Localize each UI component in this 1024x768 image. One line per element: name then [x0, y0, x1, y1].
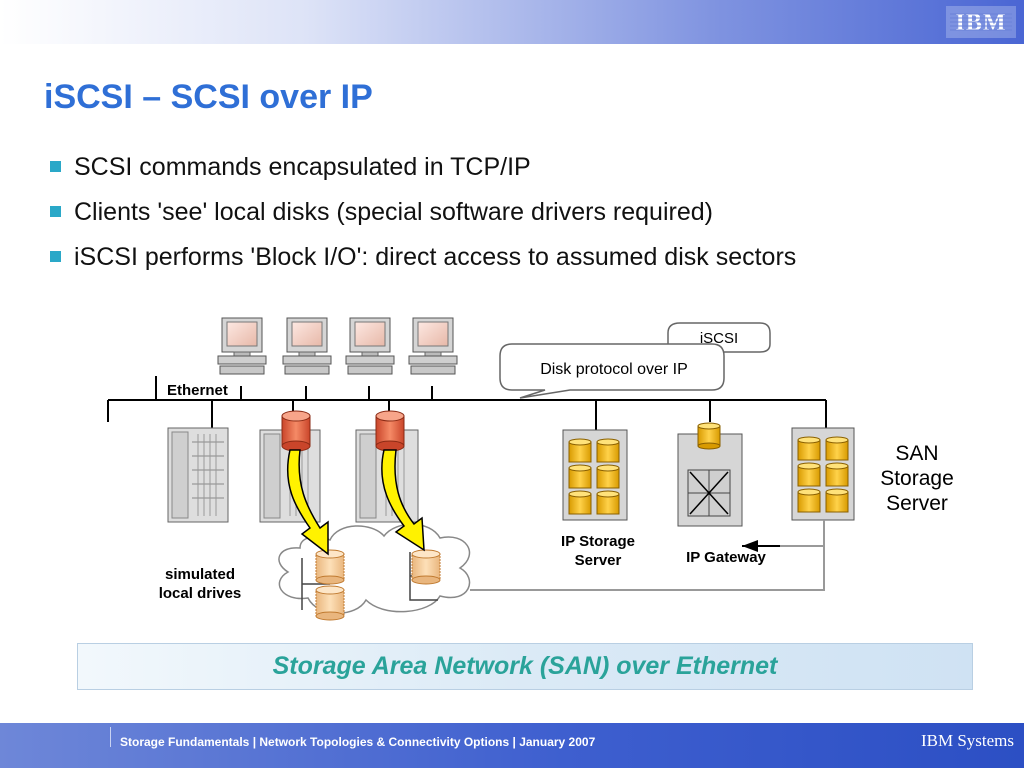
footer-text: Storage Fundamentals | Network Topologie…: [120, 735, 596, 749]
workstation-icon: [408, 317, 458, 375]
san-label-line2: Storage: [880, 467, 954, 490]
disk-protocol-label: Disk protocol over IP: [540, 361, 688, 378]
ip-storage-label-line1: IP Storage: [561, 533, 635, 550]
yellow-arrow-icon: [381, 449, 425, 552]
caption-banner: Storage Area Network (SAN) over Ethernet: [77, 643, 973, 690]
red-disk-icon: [281, 410, 311, 452]
footer-bar: Storage Fundamentals | Network Topologie…: [0, 723, 1024, 768]
simulated-disk-icon: [315, 549, 345, 585]
ip-gateway-icon: [677, 422, 743, 527]
arrowhead-icon: [742, 540, 758, 552]
san-label-line3: Server: [886, 492, 948, 515]
ip-gateway-label: IP Gateway: [686, 549, 766, 566]
disk-protocol-callout: Disk protocol over IP: [499, 343, 725, 399]
bullet-item: SCSI commands encapsulated in TCP/IP: [48, 150, 796, 195]
server-tower-icon: [167, 427, 229, 523]
simulated-label-line2: local drives: [159, 585, 242, 602]
iscsi-label: iSCSI: [700, 330, 738, 347]
san-label-line1: SAN: [895, 442, 938, 465]
footer-brand: IBM Systems: [920, 731, 1014, 750]
san-storage-server-icon: [791, 427, 855, 521]
ip-storage-server-icon: [562, 429, 628, 521]
caption-text: Storage Area Network (SAN) over Ethernet: [272, 652, 778, 680]
workstation-icon: [345, 317, 395, 375]
red-disk-icon: [375, 410, 405, 452]
slide-title: iSCSI – SCSI over IP: [44, 78, 373, 116]
ethernet-label: Ethernet: [167, 382, 228, 399]
bullet-item: iSCSI performs 'Block I/O': direct acces…: [48, 240, 796, 285]
yellow-arrow-icon: [286, 449, 329, 556]
simulated-label-line1: simulated: [165, 566, 235, 583]
bullet-item: Clients 'see' local disks (special softw…: [48, 195, 796, 240]
workstation-icon: [282, 317, 332, 375]
ip-storage-label-line2: Server: [575, 552, 622, 569]
ibm-logo-icon: IBM: [946, 6, 1016, 38]
footer-divider: [110, 727, 111, 747]
top-bar: IBM: [0, 0, 1024, 44]
iscsi-diagram: Ethernet iSCSI Disk protocol over IP: [107, 317, 954, 621]
san-fibre-link: [470, 520, 825, 591]
bullet-list: SCSI commands encapsulated in TCP/IP Cli…: [48, 150, 796, 285]
simulated-disk-icon: [315, 585, 345, 621]
simulated-disk-icon: [411, 549, 441, 585]
workstation-icon: [217, 317, 267, 375]
ethernet-bus: [107, 376, 827, 430]
